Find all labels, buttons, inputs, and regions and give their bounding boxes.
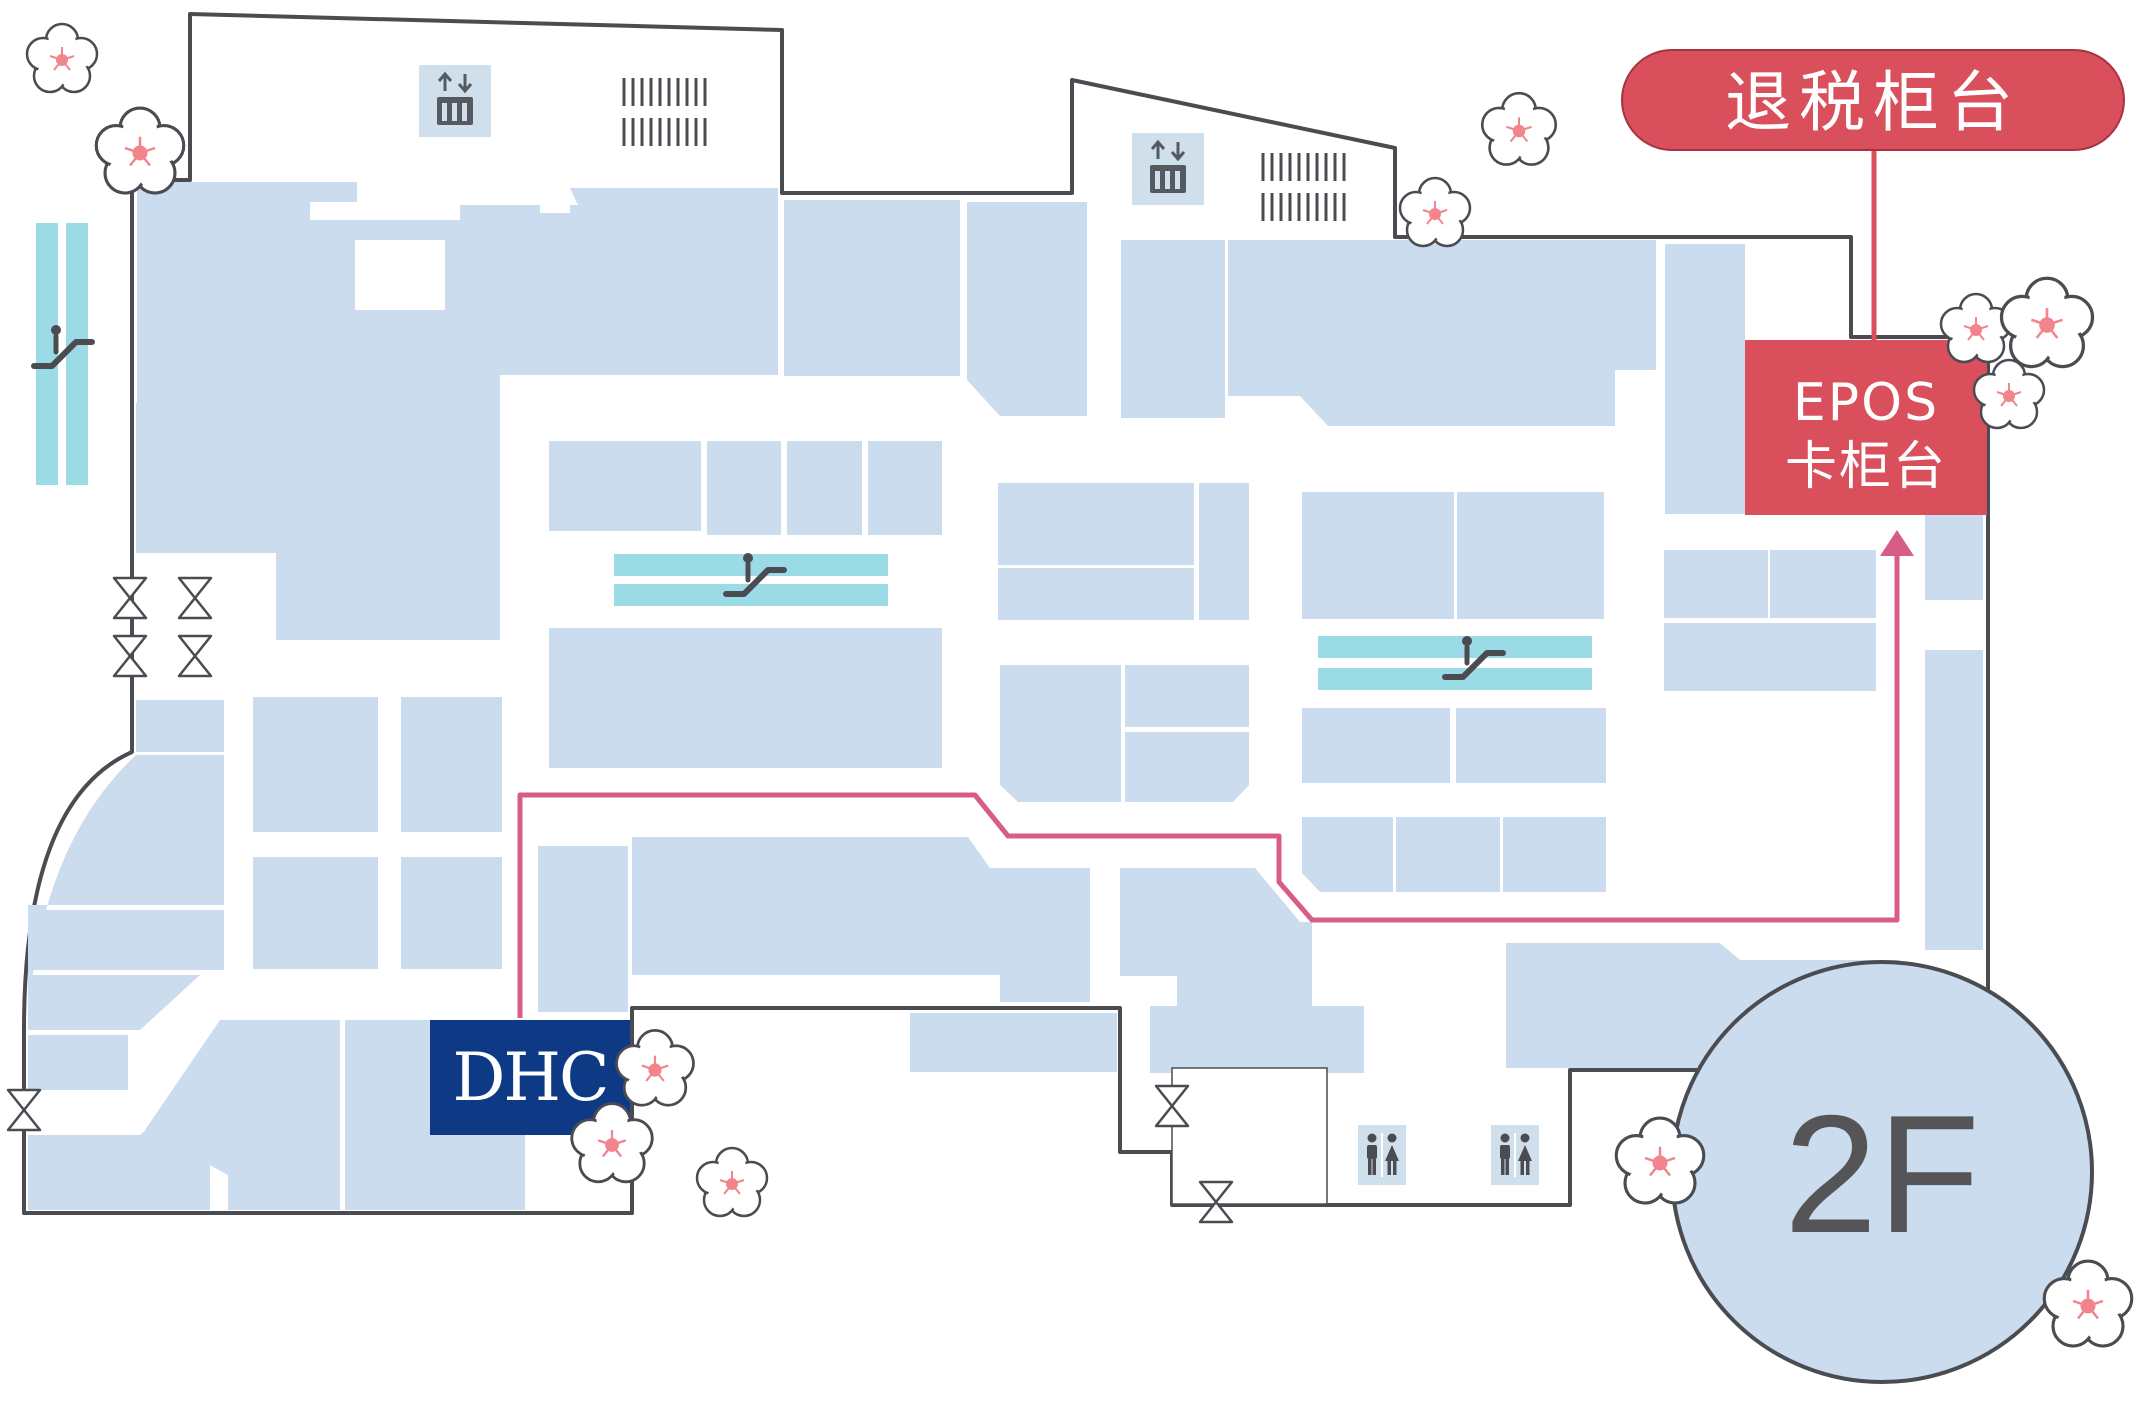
store-block — [707, 441, 781, 535]
cherry-blossom-icon — [695, 1146, 769, 1218]
restroom-area — [1171, 1067, 1328, 1205]
cherry-blossom-icon — [1480, 91, 1558, 166]
store-block — [1457, 492, 1604, 619]
store-block — [1925, 650, 1983, 950]
tax-refund-counter-label: 退税柜台 — [1725, 64, 2021, 141]
store-block — [1925, 500, 1983, 600]
restroom-icon — [1491, 1125, 1539, 1185]
store-block — [1199, 483, 1249, 620]
store-block — [1120, 868, 1312, 1032]
store-block — [28, 910, 224, 970]
escalator-west — [36, 223, 88, 485]
store-block — [136, 403, 276, 553]
cherry-blossom-icon — [94, 106, 186, 195]
tax-refund-counter-callout[interactable]: 退税柜台 — [1621, 49, 2125, 151]
store-block — [401, 697, 502, 832]
store-block — [253, 857, 378, 969]
store-block — [1125, 732, 1249, 802]
epos-counter[interactable]: EPOS 卡柜台 — [1745, 340, 1987, 515]
store-block — [28, 975, 200, 1030]
store-block — [1302, 708, 1450, 783]
store-block — [136, 700, 224, 752]
epos-counter-sublabel: 卡柜台 — [1785, 437, 1947, 497]
store-block — [253, 697, 378, 832]
store-block — [549, 441, 701, 531]
store-block — [998, 568, 1194, 620]
store-block — [1302, 492, 1454, 619]
store-block — [1664, 550, 1768, 618]
store-block — [549, 628, 942, 768]
store-block — [137, 182, 778, 640]
elevator-icon — [1130, 131, 1206, 207]
store-block — [1503, 817, 1606, 892]
cherry-blossom-icon — [1939, 292, 2013, 364]
store-block — [1000, 665, 1121, 802]
store-block — [967, 202, 1087, 416]
dhc-shop-label: DHC — [453, 1039, 608, 1116]
store-block — [868, 441, 942, 535]
store-block — [28, 755, 224, 1020]
store-block — [1396, 817, 1500, 892]
store-block — [1302, 817, 1393, 892]
store-block — [1665, 244, 1745, 514]
store-block — [1664, 623, 1876, 691]
store-block — [784, 200, 960, 376]
store-block — [1125, 665, 1249, 727]
store-block — [1456, 708, 1606, 783]
store-block — [998, 483, 1194, 565]
elevator-icon — [417, 63, 493, 139]
cherry-blossom-icon — [1398, 176, 1472, 248]
escalator-center — [614, 554, 888, 606]
store-block — [1770, 550, 1876, 618]
epos-counter-label: EPOS — [1793, 373, 1939, 433]
store-block — [401, 857, 502, 969]
restroom-icon — [1358, 1125, 1406, 1185]
store-block — [632, 837, 1090, 1002]
store-block — [910, 1013, 1117, 1072]
cherry-blossom-icon — [1999, 276, 2095, 369]
floor-badge: 2F — [1670, 960, 2094, 1384]
store-block — [145, 1020, 340, 1210]
store-block — [538, 846, 628, 1012]
store-block — [28, 1075, 210, 1210]
store-block — [787, 441, 862, 535]
store-block — [1228, 240, 1656, 426]
cherry-blossom-icon — [25, 22, 99, 94]
store-block — [28, 1035, 128, 1090]
route-path — [517, 556, 1900, 1018]
store-block — [1121, 240, 1225, 418]
floor-label: 2F — [1784, 1080, 1980, 1268]
route-arrow-icon — [1880, 530, 1914, 556]
